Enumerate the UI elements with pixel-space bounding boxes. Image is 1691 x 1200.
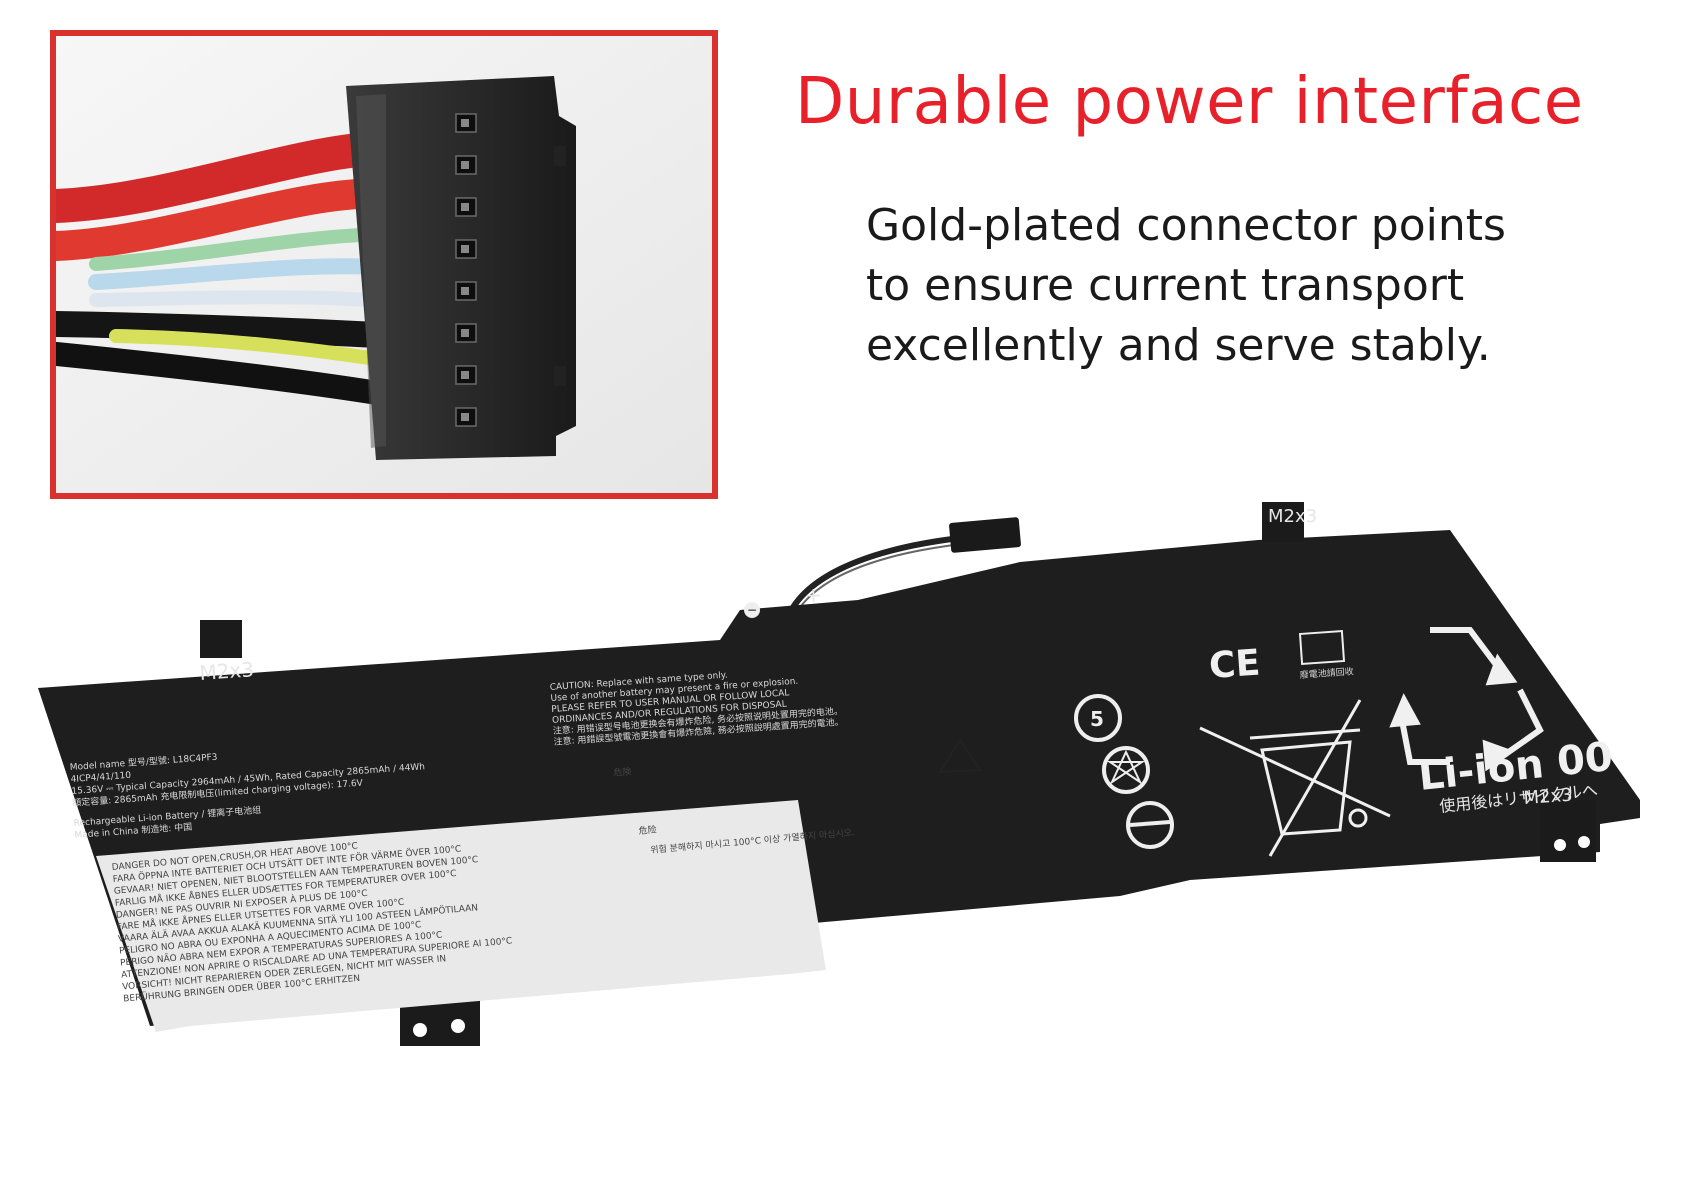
tab-top-right [1262, 502, 1304, 542]
svg-text:危险: 危险 [638, 823, 657, 837]
connector-pin-contact [461, 329, 469, 337]
battery-photo: M2x3 M2x3 M2x3 M2x3 − + Model name 型号/型號… [0, 500, 1691, 1200]
crossed-bin-icon [1199, 699, 1391, 857]
warning-triangle-icon [938, 738, 982, 774]
connector-pin-contact [461, 413, 469, 421]
headline: Durable power interface [795, 65, 1584, 139]
cert-globe-icon [1126, 801, 1174, 849]
tab-top-left [200, 620, 242, 658]
svg-text:−: − [747, 603, 757, 617]
screw-label-top-left: M2x3 [199, 657, 255, 685]
tab-right [1540, 800, 1596, 862]
description-line-2: to ensure current transport [866, 260, 1465, 311]
connector-housing [346, 76, 576, 460]
polarity-plus-icon: + [805, 583, 822, 607]
connector-pin-contact [461, 161, 469, 169]
connector-pin-contact [461, 245, 469, 253]
connector-closeup-photo [50, 30, 718, 499]
description-line-1: Gold-plated connector points [866, 200, 1506, 251]
screw-label-right: M2x3 [1523, 785, 1573, 809]
warning-label [96, 800, 826, 1032]
svg-text:危険: 危険 [613, 765, 632, 779]
svg-text:5: 5 [1090, 707, 1104, 731]
battery-recycle-cn-icon [1298, 630, 1346, 665]
svg-text:廢電池請回收: 廢電池請回收 [1299, 665, 1354, 681]
connector-illustration [56, 36, 712, 493]
connector-pins [455, 113, 477, 427]
screw-label-top-right: M2x3 [1268, 506, 1317, 527]
polarity-minus-icon [744, 602, 760, 618]
svg-text:4ICP4/41/110: 4ICP4/41/110 [70, 771, 131, 785]
battery-illustration: M2x3 M2x3 M2x3 M2x3 − + Model name 型号/型號… [38, 502, 1640, 1046]
connector-pin-contact [461, 287, 469, 295]
battery-connector-plug [949, 517, 1021, 553]
description-line-3: excellently and serve stably. [866, 320, 1491, 371]
ce-mark: CE [1208, 643, 1262, 687]
description: Gold-plated connector points to ensure c… [866, 196, 1666, 376]
connector-pin-contact [461, 119, 469, 127]
connector-pin-contact [461, 371, 469, 379]
connector-pin-contact [461, 203, 469, 211]
recycle-icon [1389, 627, 1544, 772]
cert-5-icon [1074, 694, 1122, 742]
cert-star-icon [1102, 746, 1150, 794]
